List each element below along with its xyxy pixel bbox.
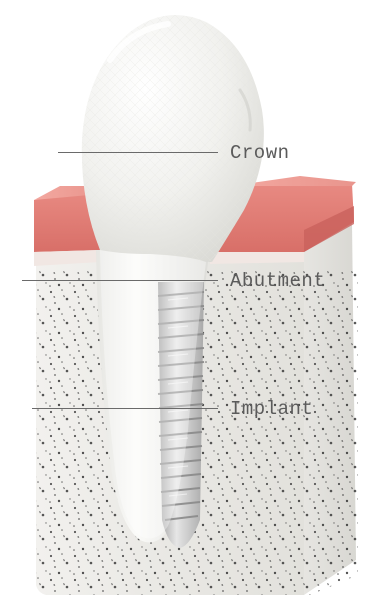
abutment-label: Abutment [230, 272, 325, 291]
implant-leader-line [32, 408, 218, 409]
crown-leader-line [58, 152, 218, 153]
implant-label: Implant [230, 400, 313, 419]
crown-label: Crown [230, 144, 290, 163]
abutment-leader-line [22, 280, 218, 281]
